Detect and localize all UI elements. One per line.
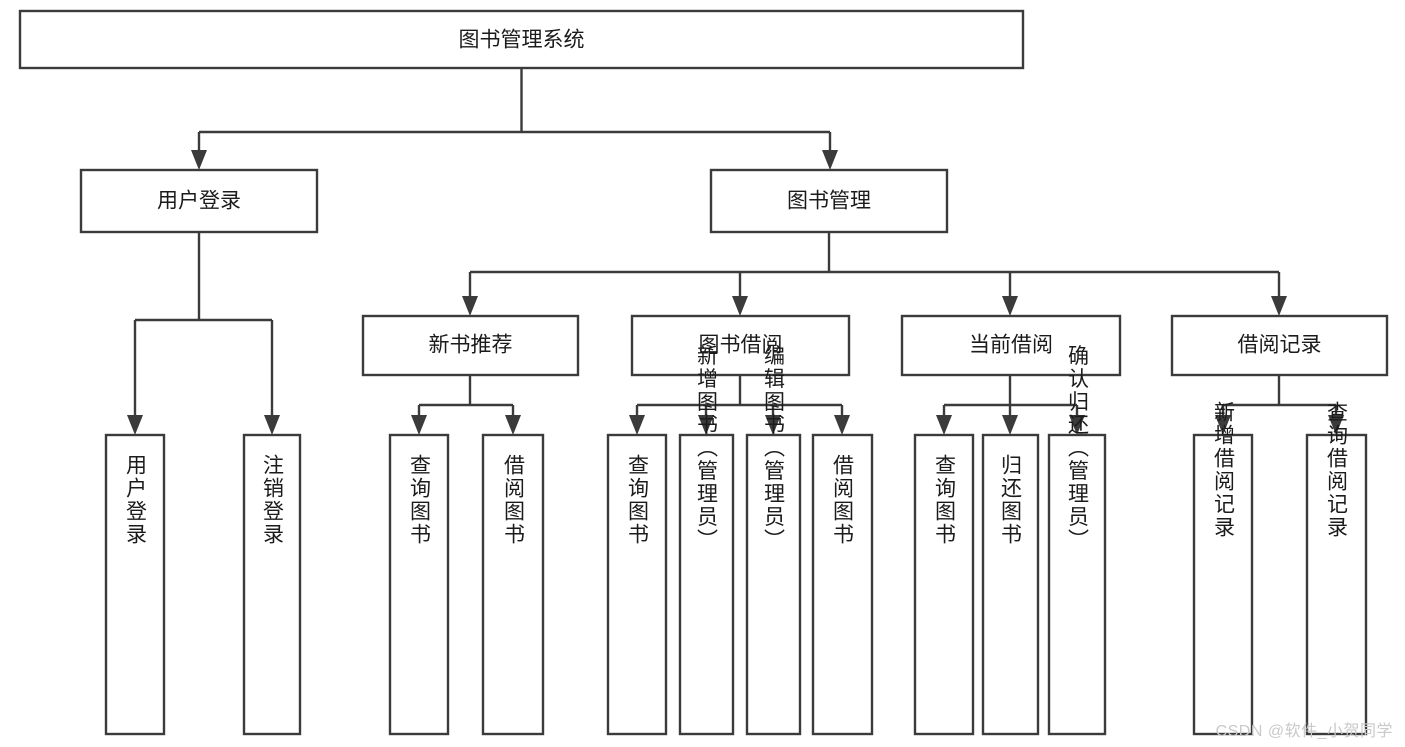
leaf-borrow-book[interactable]: 借阅图书 — [811, 433, 874, 736]
csdn-watermark: CSDN @软件_小贺同学 — [1215, 723, 1393, 740]
leaf-borrow-book-recommend-box[interactable] — [481, 433, 545, 736]
node-book-management-label: 图书管理 — [787, 190, 871, 213]
edge-borrow-to-leaves — [629, 375, 850, 435]
node-current-borrow[interactable]: 当前借阅 — [900, 314, 1122, 377]
leaf-add-borrow-record-box[interactable] — [1192, 433, 1254, 736]
leaf-logout-label: 注销登录 — [261, 454, 285, 546]
leaf-edit-book-admin[interactable]: 编辑图书（管理员） — [745, 345, 802, 736]
node-book-borrow[interactable]: 图书借阅 — [630, 314, 851, 377]
node-new-book-recommend[interactable]: 新书推荐 — [361, 314, 580, 377]
leaf-return-book-box[interactable] — [981, 433, 1040, 736]
node-borrow-records[interactable]: 借阅记录 — [1170, 314, 1389, 377]
leaf-query-borrow-record-box[interactable] — [1305, 433, 1368, 736]
edge-current-to-leaves — [936, 375, 1085, 435]
node-borrow-records-label: 借阅记录 — [1238, 334, 1322, 357]
leaf-query-book-borrow[interactable]: 查询图书 — [606, 433, 668, 736]
leaf-add-book-admin[interactable]: 新增图书（管理员） — [678, 345, 735, 736]
leaf-edit-book-admin-label: 编辑图书（管理员） — [762, 345, 786, 552]
node-current-borrow-label: 当前借阅 — [969, 334, 1053, 357]
leaf-query-borrow-record-label: 查询借阅记录 — [1325, 401, 1349, 539]
leaf-confirm-return-admin-label: 确认归还（管理员） — [1066, 345, 1090, 552]
node-new-book-recommend-box[interactable] — [361, 314, 580, 377]
node-root-box[interactable] — [18, 9, 1025, 70]
leaf-return-book[interactable]: 归还图书 — [981, 433, 1040, 736]
leaf-add-borrow-record-label: 新增借阅记录 — [1212, 401, 1236, 539]
leaf-query-book-current-label: 查询图书 — [933, 454, 957, 546]
node-book-borrow-box[interactable] — [630, 314, 851, 377]
leaf-user-login[interactable]: 用户登录 — [104, 433, 166, 736]
leaf-confirm-return-admin[interactable]: 确认归还（管理员） — [1047, 345, 1107, 736]
leaf-user-login-label: 用户登录 — [124, 454, 148, 546]
node-borrow-records-box[interactable] — [1170, 314, 1389, 377]
leaf-user-login-box[interactable] — [104, 433, 166, 736]
leaf-borrow-book-box[interactable] — [811, 433, 874, 736]
node-root-label: 图书管理系统 — [459, 29, 585, 52]
leaf-borrow-book-recommend[interactable]: 借阅图书 — [481, 433, 545, 736]
leaf-query-book-recommend-box[interactable] — [388, 433, 450, 736]
node-current-borrow-box[interactable] — [900, 314, 1122, 377]
node-book-management-box[interactable] — [709, 168, 949, 234]
leaf-logout[interactable]: 注销登录 — [242, 433, 302, 736]
leaf-add-book-admin-label: 新增图书（管理员） — [695, 345, 719, 552]
connector-layer — [127, 68, 1344, 435]
leaf-query-book-current-box[interactable] — [913, 433, 975, 736]
leaf-edit-book-admin-box[interactable] — [745, 433, 802, 736]
edge-root-to-level2 — [191, 68, 838, 170]
node-user-login[interactable]: 用户登录 — [79, 168, 319, 234]
edge-records-to-leaves — [1215, 375, 1344, 435]
node-new-book-recommend-label: 新书推荐 — [429, 334, 513, 357]
leaf-logout-box[interactable] — [242, 433, 302, 736]
edge-bookmgmt-to-level3 — [462, 232, 1287, 316]
leaf-borrow-book-label: 借阅图书 — [831, 454, 855, 546]
leaf-query-book-borrow-label: 查询图书 — [626, 454, 650, 546]
leaf-query-book-borrow-box[interactable] — [606, 433, 668, 736]
edge-newbook-to-leaves — [411, 375, 521, 435]
node-user-login-label: 用户登录 — [157, 190, 241, 213]
leaf-query-book-current[interactable]: 查询图书 — [913, 433, 975, 736]
leaf-query-borrow-record[interactable]: 查询借阅记录 — [1305, 401, 1368, 736]
edge-userlogin-to-leaves — [127, 232, 280, 435]
leaf-query-book-recommend[interactable]: 查询图书 — [388, 433, 450, 736]
node-user-login-box[interactable] — [79, 168, 319, 234]
node-book-borrow-label: 图书借阅 — [699, 334, 783, 357]
leaf-confirm-return-admin-box[interactable] — [1047, 433, 1107, 736]
leaf-borrow-book-recommend-label: 借阅图书 — [502, 454, 526, 546]
leaf-return-book-label: 归还图书 — [999, 454, 1023, 546]
leaf-query-book-recommend-label: 查询图书 — [408, 454, 432, 546]
leaf-add-borrow-record[interactable]: 新增借阅记录 — [1192, 401, 1254, 736]
leaf-add-book-admin-box[interactable] — [678, 433, 735, 736]
node-book-management[interactable]: 图书管理 — [709, 168, 949, 234]
node-root[interactable]: 图书管理系统 — [18, 9, 1025, 70]
